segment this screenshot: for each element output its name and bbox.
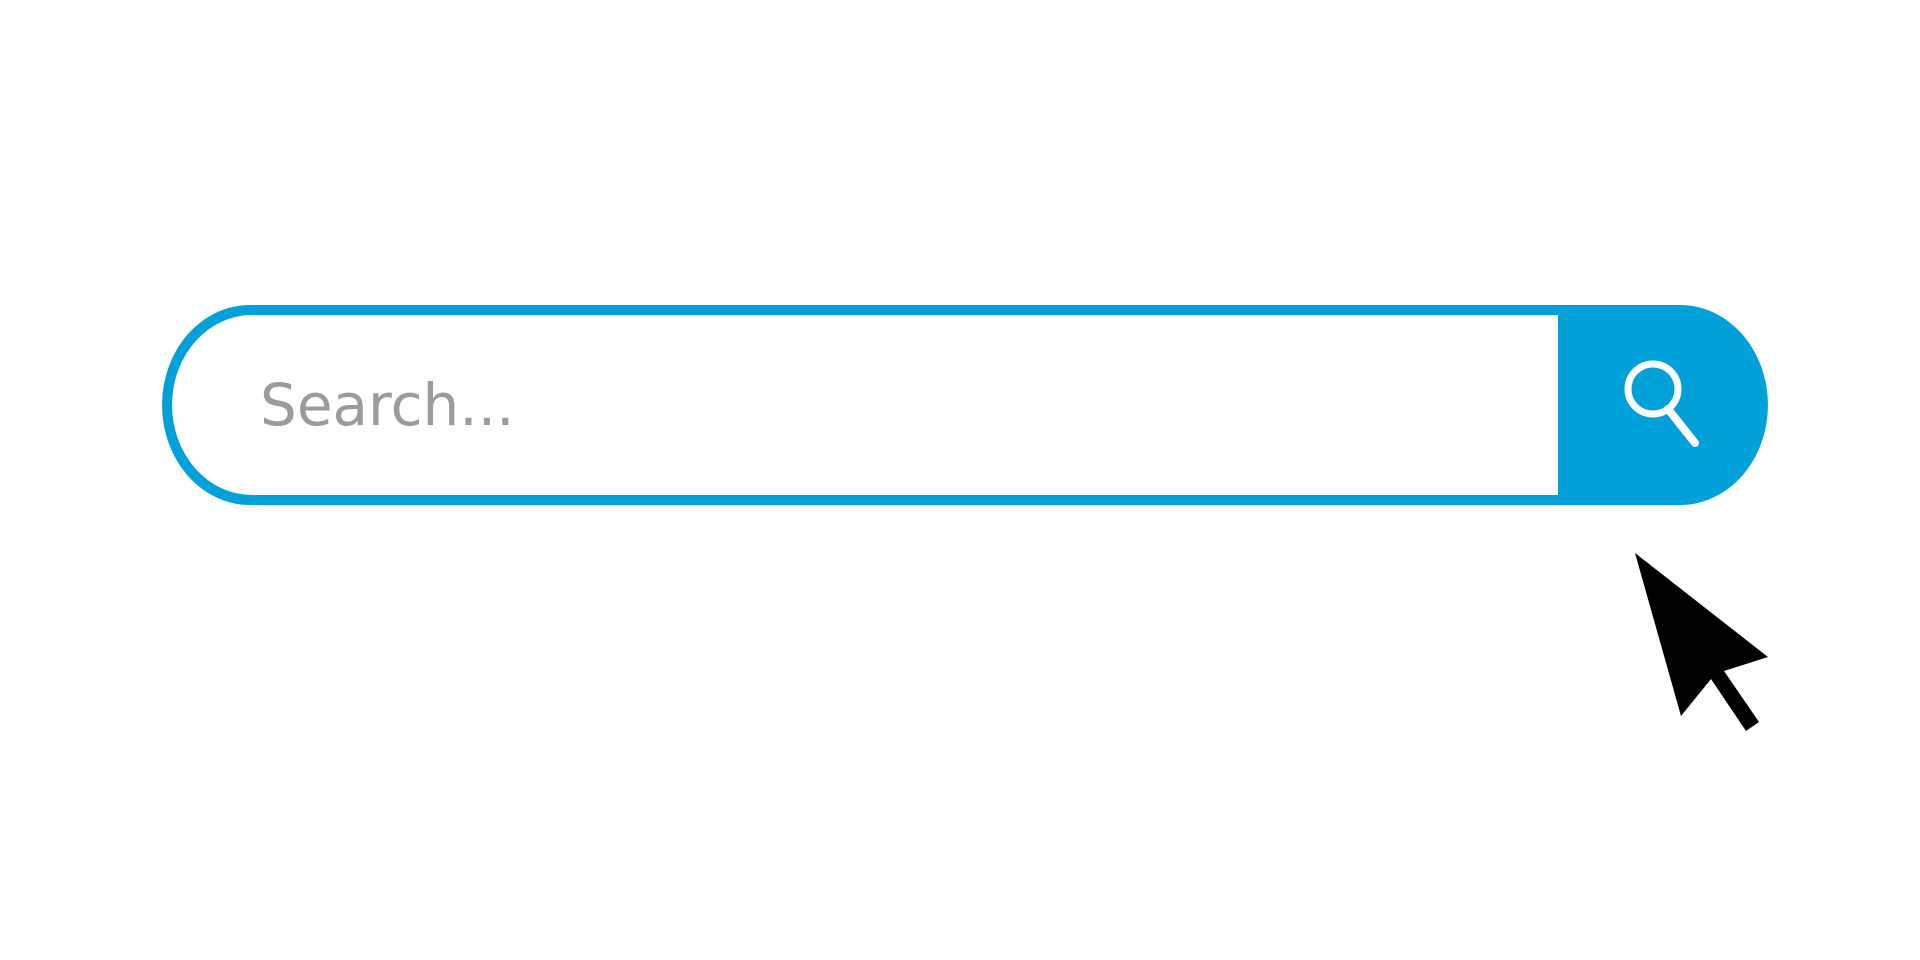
search-input[interactable] bbox=[260, 330, 1530, 480]
mouse-cursor-icon bbox=[1635, 553, 1768, 731]
magnifying-glass-icon bbox=[1624, 360, 1699, 447]
search-button[interactable] bbox=[1550, 304, 1770, 504]
